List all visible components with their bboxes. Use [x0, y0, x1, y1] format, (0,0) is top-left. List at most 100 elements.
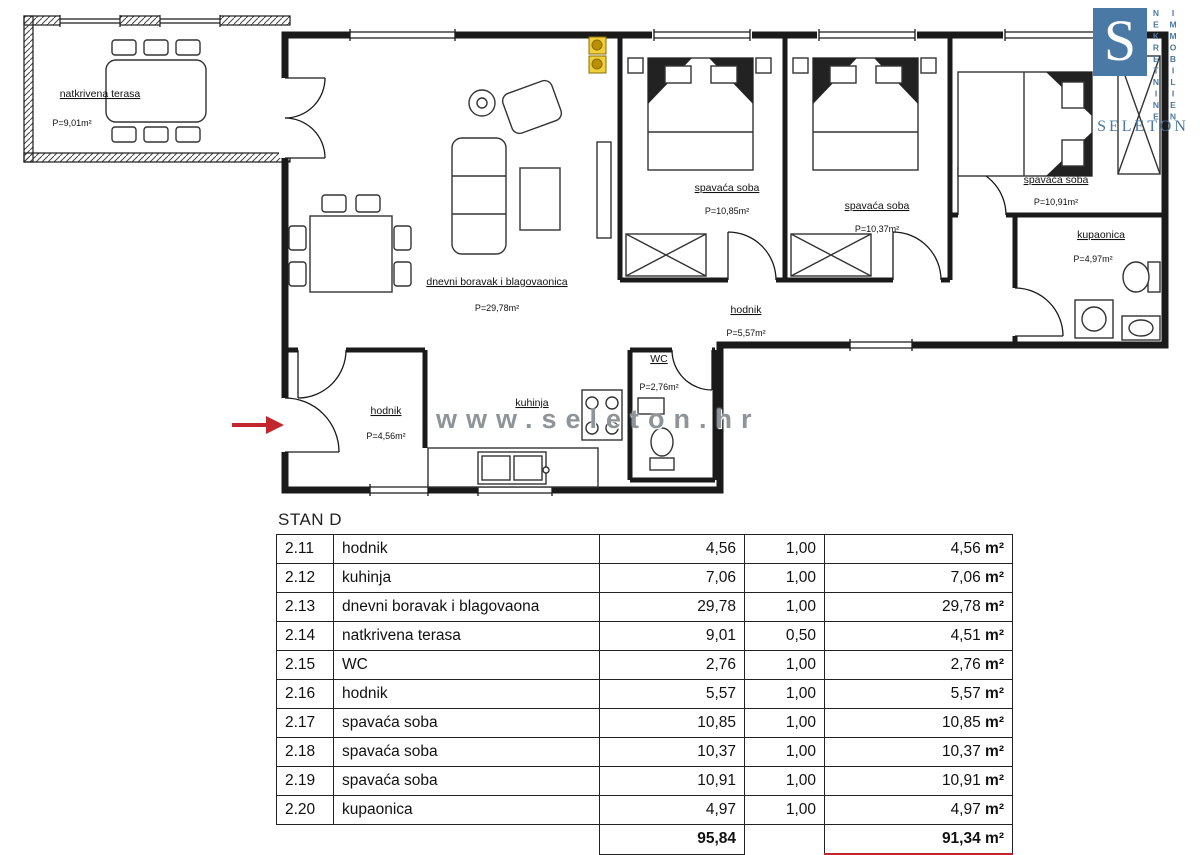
logo-vertical-immobilien: IMMOBILIEN: [1168, 8, 1178, 123]
row-area: 4,97: [599, 795, 745, 825]
row-total: 10,37 m²: [824, 737, 1013, 767]
label-kitchen-name: kuhinja: [515, 397, 548, 409]
table-row: 2.12 kuhinja 7,06 1,00 7,06 m²: [276, 563, 1013, 593]
row-id: 2.16: [276, 679, 334, 709]
totals-empty-coef: [745, 825, 825, 855]
area-sheet: STAN D 2.11 hodnik 4,56 1,00 4,56 m² 2.1…: [276, 510, 1013, 855]
row-total: 29,78 m²: [824, 592, 1013, 622]
row-id: 2.12: [276, 563, 334, 593]
row-coef: 1,00: [744, 737, 825, 767]
row-total: 4,51 m²: [824, 621, 1013, 651]
label-living-name: dnevni boravak i blagovaonica: [426, 276, 567, 288]
label-bedroom3-area: P=10,91m²: [1034, 197, 1078, 207]
row-coef: 1,00: [744, 679, 825, 709]
row-name: kuhinja: [333, 563, 600, 593]
row-id: 2.18: [276, 737, 334, 767]
row-coef: 1,00: [744, 708, 825, 738]
electrical-symbols-icon: [588, 36, 607, 74]
row-name: spavaća soba: [333, 766, 600, 796]
row-name: hodnik: [333, 679, 600, 709]
label-hall-name: hodnik: [731, 304, 763, 316]
label-wc-name: WC: [650, 353, 668, 365]
row-area: 10,85: [599, 708, 745, 738]
area-table: 2.11 hodnik 4,56 1,00 4,56 m² 2.12 kuhin…: [276, 534, 1013, 855]
sheet-title: STAN D: [278, 510, 343, 529]
logo-vertical-nekretnine: NEKRETNINE: [1151, 8, 1161, 123]
bedroom1-furniture: [625, 57, 772, 277]
label-terrace-name: natkrivena terasa: [60, 88, 141, 100]
row-area: 5,57: [599, 679, 745, 709]
label-bathroom-name: kupaonica: [1077, 229, 1125, 241]
totals-total-sum: 91,34 m²: [824, 824, 1013, 855]
label-wc-area: P=2,76m²: [639, 382, 678, 392]
table-row: 2.18 spavaća soba 10,37 1,00 10,37 m²: [276, 737, 1013, 767]
row-id: 2.20: [276, 795, 334, 825]
row-area: 29,78: [599, 592, 745, 622]
row-area: 4,56: [599, 534, 745, 564]
row-area: 9,01: [599, 621, 745, 651]
label-bedroom2-area: P=10,37m²: [855, 224, 899, 234]
row-total: 4,97 m²: [824, 795, 1013, 825]
row-name: kupaonica: [333, 795, 600, 825]
entrance-arrow-icon: [232, 416, 284, 434]
row-coef: 0,50: [744, 621, 825, 651]
wc-fixtures: [637, 397, 675, 471]
row-coef: 1,00: [744, 766, 825, 796]
row-coef: 1,00: [744, 592, 825, 622]
totals-empty-name: [334, 825, 600, 855]
totals-empty-id: [277, 825, 334, 855]
bathroom-fixtures: [1074, 261, 1161, 341]
table-row: 2.11 hodnik 4,56 1,00 4,56 m²: [276, 534, 1013, 564]
row-name: WC: [333, 650, 600, 680]
row-id: 2.17: [276, 708, 334, 738]
logo-brand-name: SELETON: [1097, 118, 1189, 135]
label-living-area: P=29,78m²: [475, 303, 519, 313]
row-area: 10,37: [599, 737, 745, 767]
room-labels: natkrivena terasa P=9,01m² dnevni borava…: [52, 88, 1125, 441]
row-coef: 1,00: [744, 795, 825, 825]
label-entry-hall-name: hodnik: [371, 405, 403, 417]
row-id: 2.14: [276, 621, 334, 651]
table-row: 2.13 dnevni boravak i blagovaona 29,78 1…: [276, 592, 1013, 622]
table-row: 2.14 natkrivena terasa 9,01 0,50 4,51 m²: [276, 621, 1013, 651]
row-id: 2.19: [276, 766, 334, 796]
table-row: 2.20 kupaonica 4,97 1,00 4,97 m²: [276, 795, 1013, 825]
row-total: 5,57 m²: [824, 679, 1013, 709]
row-coef: 1,00: [744, 534, 825, 564]
label-bathroom-area: P=4,97m²: [1073, 254, 1112, 264]
label-bedroom2-name: spavaća soba: [845, 200, 910, 212]
row-name: natkrivena terasa: [333, 621, 600, 651]
row-area: 2,76: [599, 650, 745, 680]
row-coef: 1,00: [744, 563, 825, 593]
interior-walls: [288, 35, 1165, 483]
table-row: 2.16 hodnik 5,57 1,00 5,57 m²: [276, 679, 1013, 709]
row-total: 4,56 m²: [824, 534, 1013, 564]
row-coef: 1,00: [744, 650, 825, 680]
totals-row: 95,84 91,34 m²: [277, 824, 1013, 855]
row-area: 10,91: [599, 766, 745, 796]
totals-area-sum: 95,84: [599, 824, 745, 855]
table-row: 2.19 spavaća soba 10,91 1,00 10,91 m²: [276, 766, 1013, 796]
table-row: 2.15 WC 2,76 1,00 2,76 m²: [276, 650, 1013, 680]
outer-walls: [281, 31, 1169, 494]
bedroom2-furniture: [790, 57, 937, 277]
row-id: 2.15: [276, 650, 334, 680]
living-furniture: [288, 79, 612, 293]
row-name: dnevni boravak i blagovaona: [333, 592, 600, 622]
logo-s-icon: S: [1093, 8, 1147, 76]
terrace-windows: [59, 15, 221, 27]
row-total: 2,76 m²: [824, 650, 1013, 680]
row-area: 7,06: [599, 563, 745, 593]
label-terrace-area: P=9,01m²: [52, 118, 91, 128]
label-entry-hall-area: P=4,56m²: [366, 431, 405, 441]
table-row: 2.17 spavaća soba 10,85 1,00 10,85 m²: [276, 708, 1013, 738]
row-total: 10,91 m²: [824, 766, 1013, 796]
kitchen-fixtures: [427, 389, 623, 488]
row-name: spavaća soba: [333, 737, 600, 767]
row-id: 2.13: [276, 592, 334, 622]
row-total: 10,85 m²: [824, 708, 1013, 738]
row-name: hodnik: [333, 534, 600, 564]
seleton-logo: S NEKRETNINE IMMOBILIEN SELETON: [1088, 6, 1198, 140]
row-total: 7,06 m²: [824, 563, 1013, 593]
